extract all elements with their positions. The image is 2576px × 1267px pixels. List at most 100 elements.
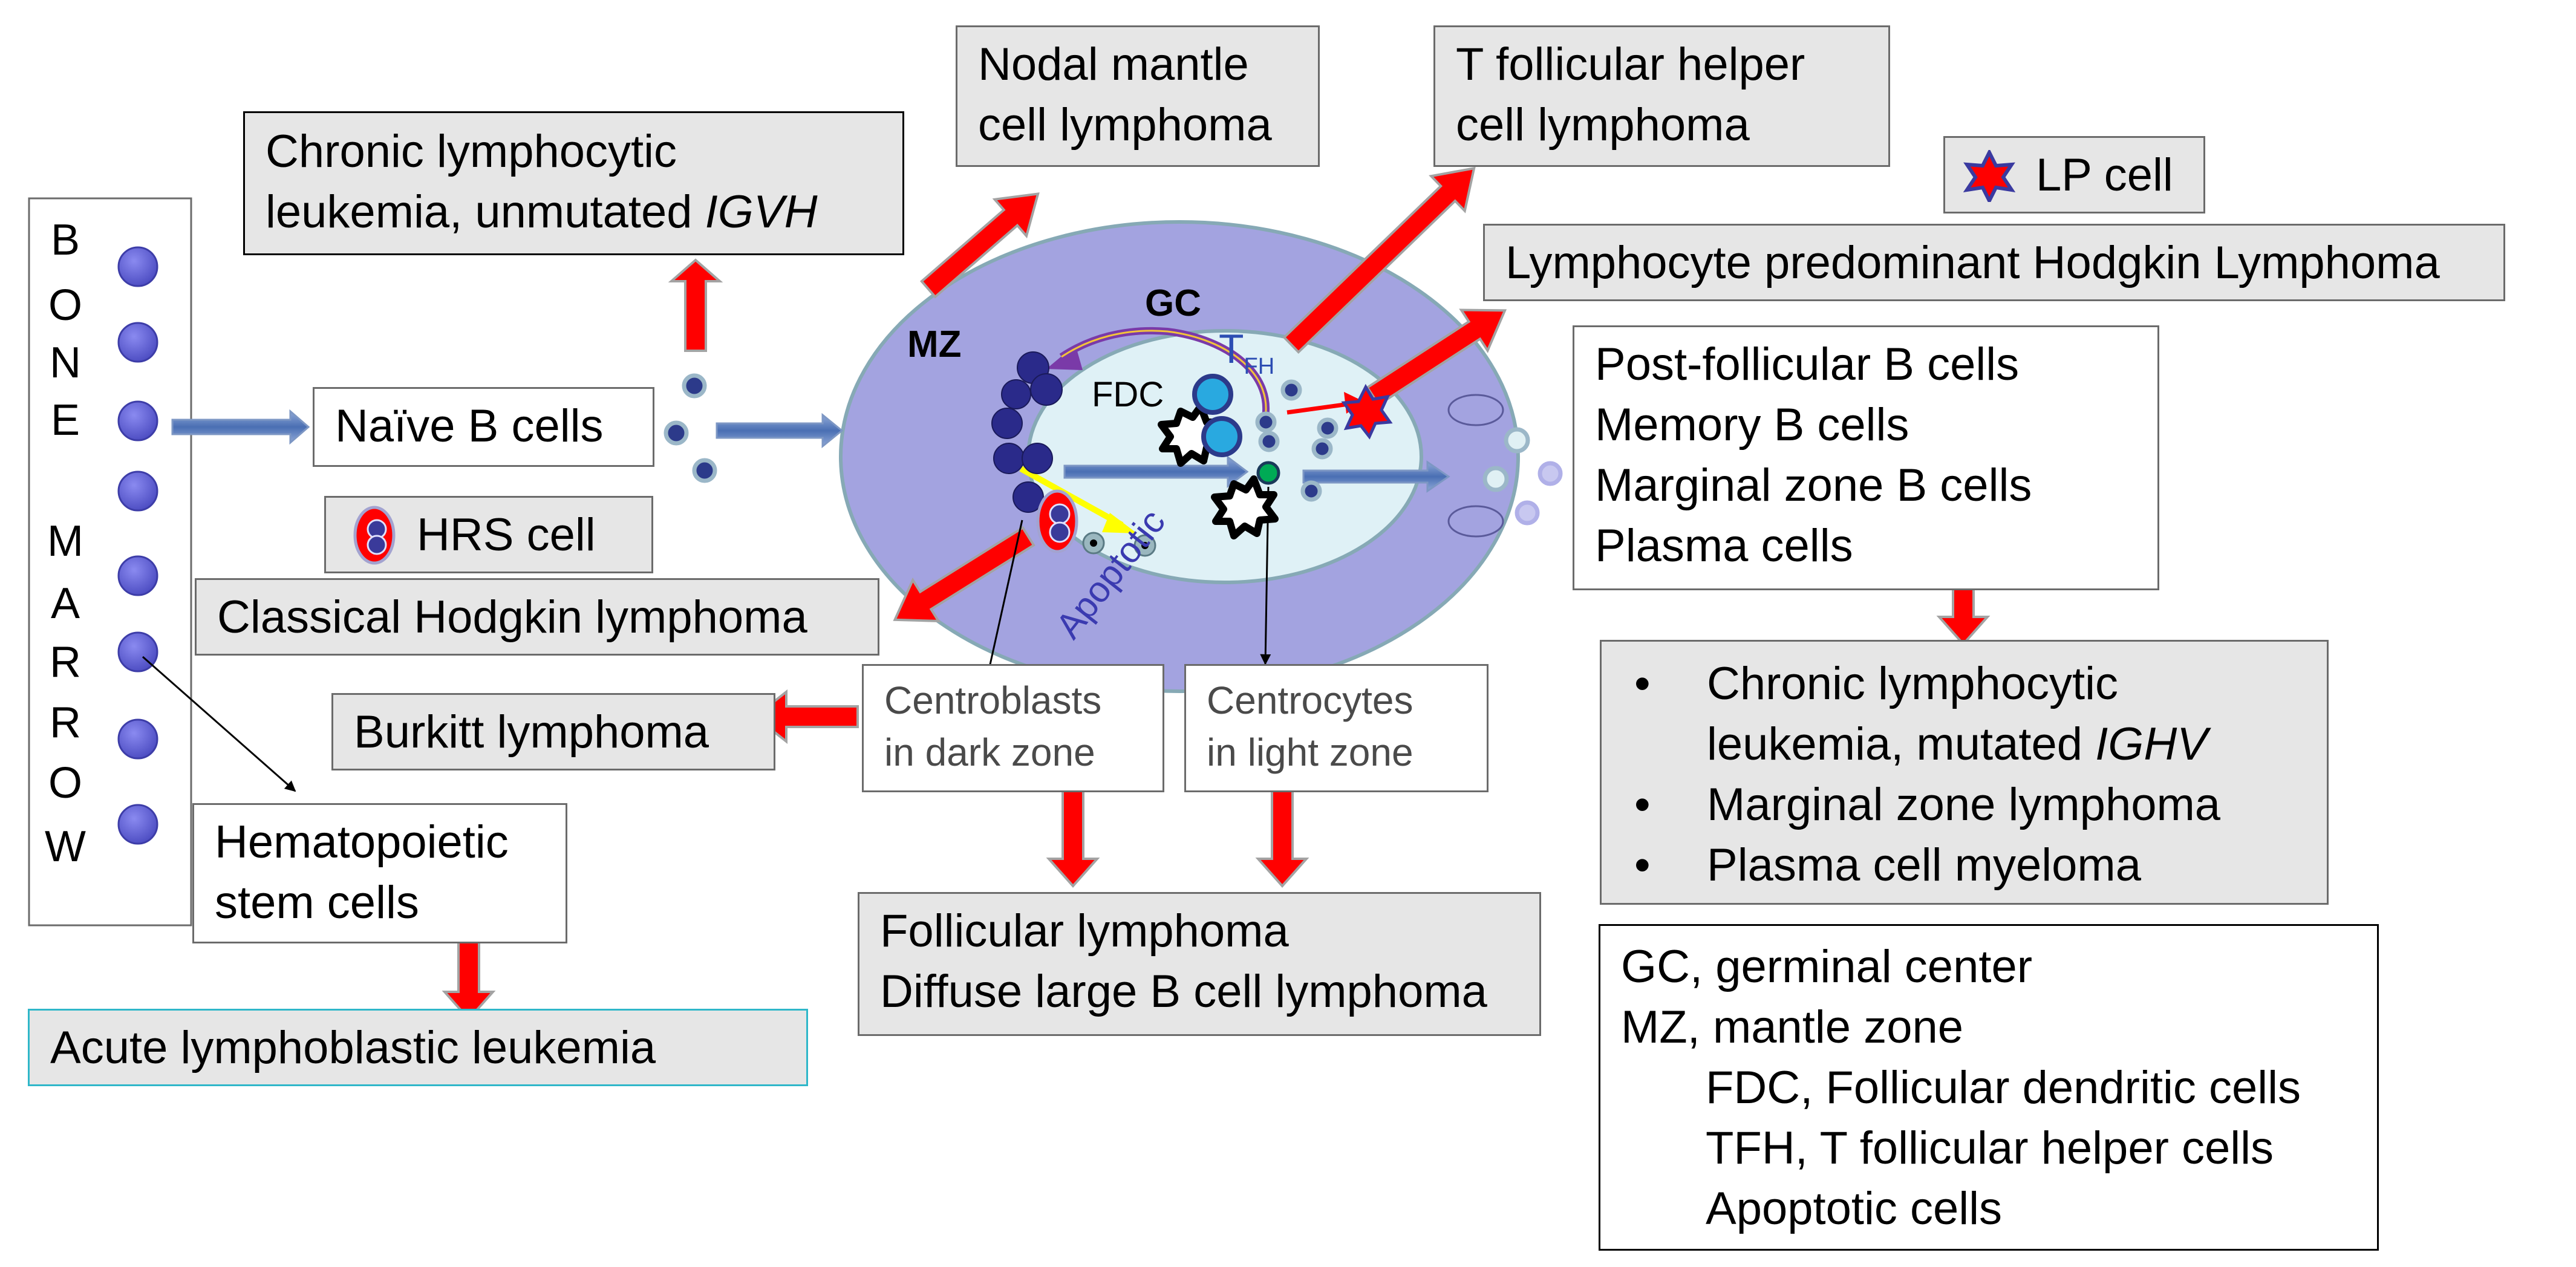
nodal-mantle-line1: Nodal mantle bbox=[978, 39, 1249, 90]
marrow-cell bbox=[117, 246, 158, 287]
lp-cell-in-follicle bbox=[1341, 383, 1393, 440]
burkitt-box: Burkitt lymphoma bbox=[331, 693, 775, 770]
bm-letter: B bbox=[50, 216, 80, 264]
gc-label: GC bbox=[1145, 282, 1201, 324]
centroblasts-cluster bbox=[991, 351, 1063, 513]
bone-marrow-frame bbox=[28, 197, 192, 927]
tfh-lymphoma-line1: T follicular helper bbox=[1456, 39, 1805, 90]
marrow-to-hsc-arrow bbox=[142, 656, 296, 792]
fl-dlbcl-box: Follicular lymphoma Diffuse large B cell… bbox=[858, 892, 1541, 1036]
fl-dlbcl-line2: Diffuse large B cell lymphoma bbox=[880, 966, 1487, 1017]
bm-letter: N bbox=[50, 339, 81, 387]
tfh-lymphoma-line2: cell lymphoma bbox=[1456, 99, 1750, 151]
post-follicular-line: Plasma cells bbox=[1595, 520, 1853, 572]
hsc-box: Hematopoietic stem cells bbox=[192, 803, 567, 943]
mz-label: MZ bbox=[907, 324, 962, 365]
centroblasts-box: Centroblasts in dark zone bbox=[862, 664, 1164, 792]
fdc-cells bbox=[1158, 403, 1279, 539]
centrocytes-cluster bbox=[1255, 379, 1339, 502]
legend-mz: MZ, mantle zone bbox=[1621, 1002, 1963, 1053]
hsc-line1: Hematopoietic bbox=[215, 816, 509, 868]
follicle-exit-arrow bbox=[1302, 460, 1450, 493]
bm-letter: O bbox=[48, 281, 82, 330]
centroblast-to-fl-arrow bbox=[1046, 788, 1100, 888]
centrocytes-line1: Centrocytes bbox=[1207, 679, 1414, 722]
hrs-cell-box: HRS cell bbox=[324, 496, 653, 573]
post-follicular-line: Post-follicular B cells bbox=[1595, 339, 2020, 390]
naive-to-follicle-arrow bbox=[716, 412, 844, 449]
centrocyte-to-fl-arrow bbox=[1255, 788, 1309, 888]
centroblasts-line2: in dark zone bbox=[884, 731, 1095, 774]
apoptosis-arrow bbox=[1019, 466, 1124, 528]
bm-letter: R bbox=[50, 638, 81, 686]
apoptosis-arrowhead bbox=[1102, 513, 1137, 533]
naive-cell-cluster bbox=[664, 373, 717, 483]
lphl-label: Lymphocyte predominant Hodgkin Lymphoma bbox=[1505, 237, 2440, 288]
centrocyte-green bbox=[1256, 461, 1280, 485]
bm-letter: M bbox=[47, 517, 83, 565]
to-cll-unmutated-arrow bbox=[668, 258, 723, 352]
fdc-label: FDC bbox=[1092, 375, 1164, 414]
to-mantle-lymphoma-arrow bbox=[920, 192, 1040, 299]
to-lp-cell-arrow bbox=[1286, 402, 1349, 415]
marrow-cell bbox=[117, 555, 158, 596]
classical-hl-box: Classical Hodgkin lymphoma bbox=[195, 578, 879, 656]
nodal-mantle-box: Nodal mantle cell lymphoma bbox=[956, 25, 1320, 167]
legend-box: GC, germinal center MZ, mantle zone FDC,… bbox=[1599, 924, 2379, 1251]
cll-mutated-item1: Chronic lymphocytic bbox=[1622, 654, 2306, 714]
fdc-cell bbox=[1158, 403, 1225, 467]
marrow-cell bbox=[117, 471, 158, 512]
fdc-cell bbox=[1211, 475, 1279, 539]
bm-letter: E bbox=[50, 396, 80, 445]
to-tfh-lymphoma-arrow bbox=[1282, 166, 1476, 354]
bm-letter: R bbox=[50, 699, 81, 747]
centroblast bbox=[991, 408, 1023, 439]
cll-mutated-item2: Marginal zone lymphoma bbox=[1622, 775, 2306, 835]
marrow-cell bbox=[117, 322, 158, 363]
cll-unmutated-box: Chronic lymphocytic leukemia, unmutated … bbox=[243, 111, 904, 255]
naive-b-cells-label: Naïve B cells bbox=[335, 400, 604, 452]
centroblasts-line1: Centroblasts bbox=[884, 679, 1102, 722]
legend-gc: GC, germinal center bbox=[1621, 941, 2033, 992]
hrs-cell-label: HRS cell bbox=[417, 509, 596, 561]
cll-unmutated-line1: Chronic lymphocytic bbox=[266, 126, 677, 177]
post-follicular-line: Marginal zone B cells bbox=[1595, 460, 2032, 511]
cll-unmutated-line2: leukemia, unmutated IGVH bbox=[266, 186, 818, 238]
apoptotic-cells bbox=[1082, 532, 1156, 557]
bm-letter: W bbox=[45, 822, 86, 871]
hsc-line2: stem cells bbox=[215, 877, 419, 928]
legend-tfh: TFH, T follicular helper cells bbox=[1706, 1122, 2274, 1174]
tfh-lymphoma-box: T follicular helper cell lymphoma bbox=[1433, 25, 1890, 167]
all-box: Acute lymphoblastic leukemia bbox=[28, 1009, 808, 1086]
fl-dlbcl-line1: Follicular lymphoma bbox=[880, 905, 1289, 957]
cll-mutated-item1-cont: leukemia, mutated IGHV bbox=[1707, 718, 2208, 770]
post-follicular-line: Memory B cells bbox=[1595, 399, 1909, 451]
legend-fdc: FDC, Follicular dendritic cells bbox=[1706, 1062, 2301, 1113]
post-follicular-box: Post-follicular B cells Memory B cells M… bbox=[1573, 325, 2159, 590]
to-centroblasts-arrow bbox=[982, 520, 1023, 685]
hrs-cell-icon bbox=[353, 506, 396, 565]
lp-cell-box: LP cell bbox=[1943, 136, 2205, 213]
naive-b-cells-box: Naïve B cells bbox=[313, 387, 654, 467]
centroblast bbox=[1012, 481, 1044, 513]
tfh-cells bbox=[1192, 374, 1242, 457]
bm-letter: O bbox=[48, 759, 82, 807]
to-lphl-arrow bbox=[1365, 308, 1507, 407]
small-b-cell bbox=[692, 458, 717, 483]
dark-to-light-arrow bbox=[1063, 455, 1249, 488]
marrow-cell bbox=[117, 804, 158, 845]
post-follicular-cells bbox=[1447, 394, 1563, 538]
centroblast bbox=[1001, 379, 1031, 409]
cll-mutated-box: Chronic lymphocytic leukemia, mutated IG… bbox=[1600, 640, 2329, 905]
centroblast bbox=[1022, 443, 1053, 474]
bone-marrow-cells bbox=[117, 246, 158, 845]
bm-letter: A bbox=[50, 579, 80, 628]
burkitt-label: Burkitt lymphoma bbox=[354, 706, 709, 758]
centrocytes-line2: in light zone bbox=[1207, 731, 1414, 774]
marrow-to-naive-arrow bbox=[171, 409, 310, 445]
hrs-cell-in-follicle bbox=[1036, 489, 1078, 553]
small-b-cell bbox=[664, 420, 689, 446]
nodal-mantle-line2: cell lymphoma bbox=[978, 99, 1272, 151]
